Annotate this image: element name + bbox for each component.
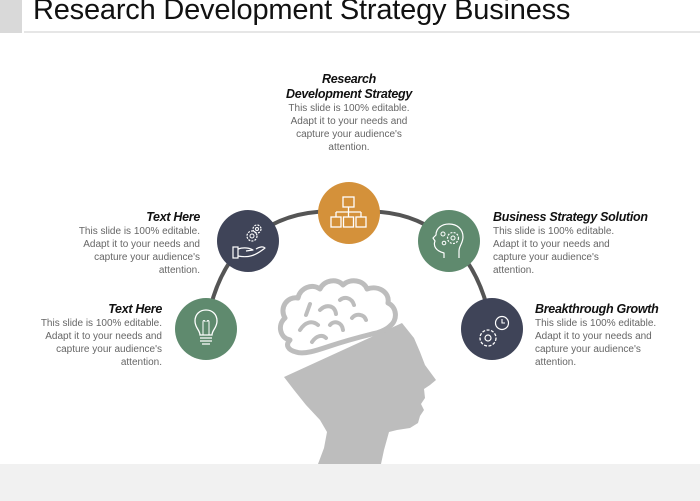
- hand-gears-icon: [217, 210, 279, 272]
- heading-text-here: Text Here: [146, 210, 200, 224]
- org-chart-icon: [318, 182, 380, 244]
- body-line: This slide is 100% editable.: [40, 318, 162, 329]
- heading-research-line1: Research: [322, 72, 376, 86]
- body-line: capture your audience's: [296, 129, 402, 140]
- footer-band: [0, 464, 700, 501]
- body-line: This slide is 100% editable.: [535, 318, 657, 329]
- text-block-lower-right: Breakthrough Growth This slide is 100% e…: [535, 302, 700, 369]
- body-line: capture your audience's: [94, 252, 200, 263]
- body-line: attention.: [328, 142, 370, 153]
- body-line: capture your audience's: [535, 344, 641, 355]
- heading-text-here: Text Here: [108, 302, 162, 316]
- heading-business-strategy: Business Strategy Solution: [493, 210, 648, 224]
- body-line: attention.: [493, 265, 535, 276]
- heading-research-line2: Development Strategy: [286, 87, 412, 101]
- body-line: Adapt it to your needs and: [493, 239, 610, 250]
- body-line: Adapt it to your needs and: [290, 116, 408, 127]
- body-line: Adapt it to your needs and: [83, 239, 200, 250]
- slide-title: Research Development Strategy Business: [33, 0, 571, 26]
- body-line: capture your audience's: [56, 344, 162, 355]
- gear-clock-icon: [461, 298, 523, 360]
- body-line: This slide is 100% editable.: [288, 103, 410, 114]
- body-line: attention.: [535, 357, 577, 368]
- text-block-upper-left: Text Here This slide is 100% editable. A…: [20, 210, 200, 277]
- body-line: Adapt it to your needs and: [45, 331, 162, 342]
- title-divider: [24, 31, 700, 33]
- text-block-research: Research Development Strategy This slide…: [259, 72, 439, 154]
- body-line: This slide is 100% editable.: [78, 226, 200, 237]
- head-gears-icon: [418, 210, 480, 272]
- head-silhouette-icon: [277, 278, 436, 464]
- title-accent-bar: [0, 0, 22, 33]
- lightbulb-icon: [175, 298, 237, 360]
- body-line: This slide is 100% editable.: [493, 226, 615, 237]
- body-line: attention.: [120, 357, 162, 368]
- heading-breakthrough: Breakthrough Growth: [535, 302, 659, 316]
- body-line: attention.: [158, 265, 200, 276]
- text-block-upper-right: Business Strategy Solution This slide is…: [493, 210, 693, 277]
- body-line: capture your audience's: [493, 252, 599, 263]
- body-line: Adapt it to your needs and: [535, 331, 652, 342]
- text-block-lower-left: Text Here This slide is 100% editable. A…: [0, 302, 162, 369]
